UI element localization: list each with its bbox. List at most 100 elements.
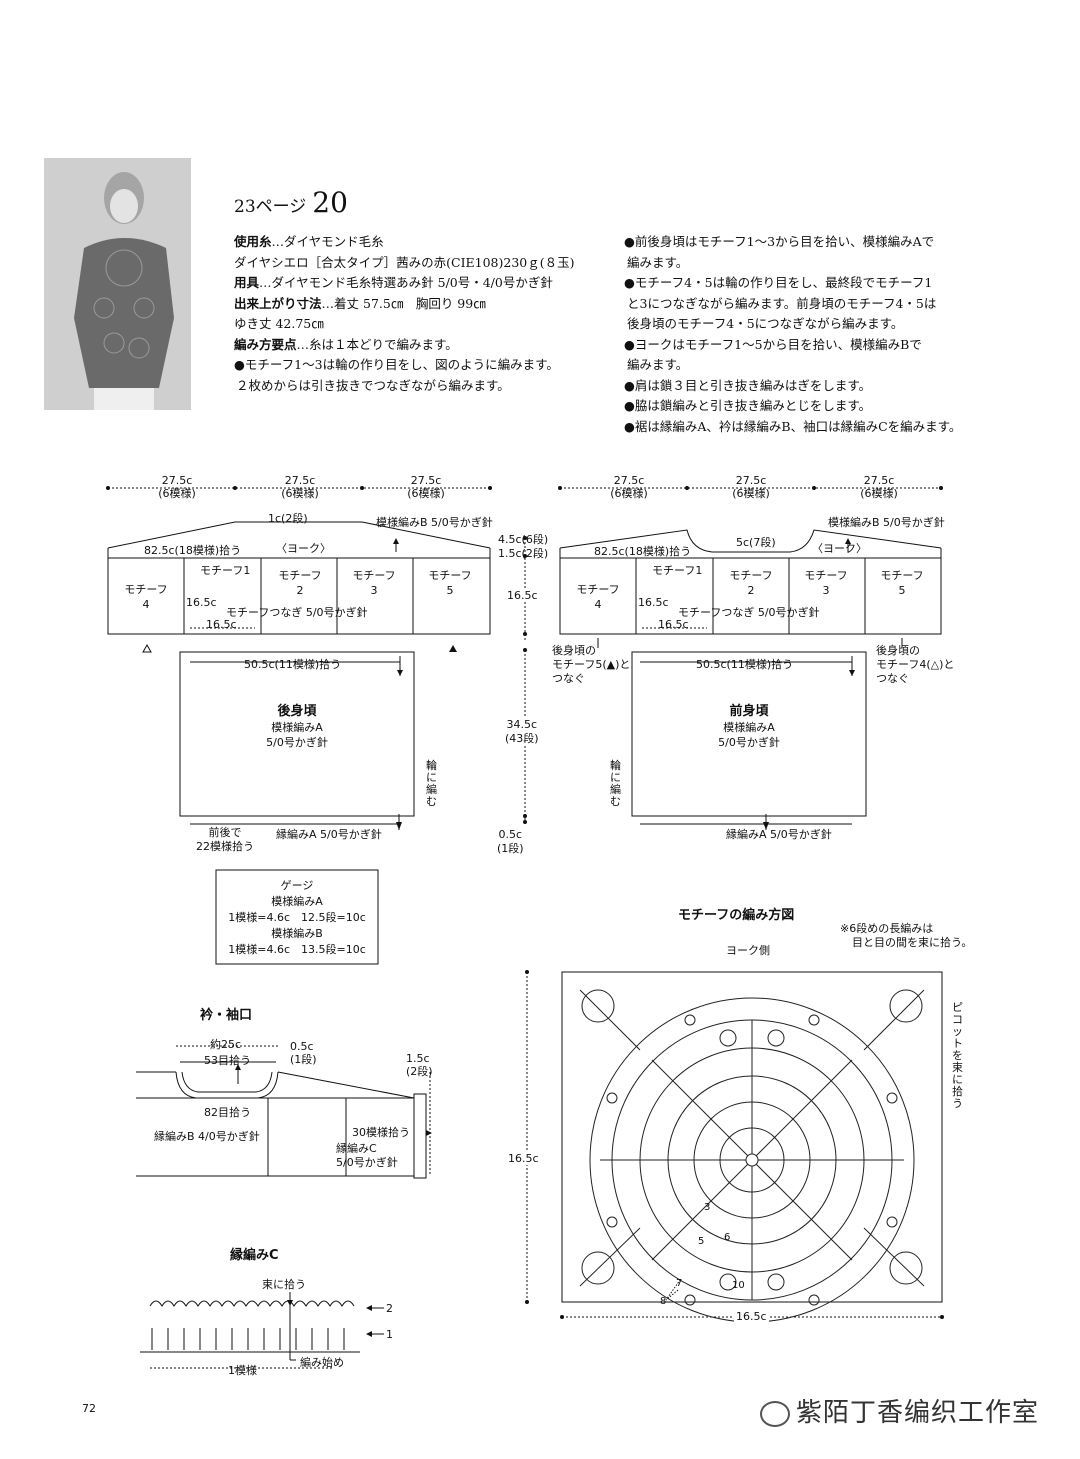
front-yoke-pick: 82.5c(18模様)拾う <box>594 545 692 558</box>
note-line: ●裾は縁編みA、衿は縁編みB、袖口は縁編みCを編みます。 <box>624 418 962 434</box>
back-edge: 縁編みA 5/0号かぎ針 <box>276 828 382 841</box>
back-yoke-pick: 82.5c(18模様)拾う <box>144 544 242 557</box>
front-width-2: 27.5c(6模様) <box>732 474 770 500</box>
front-motif-join: モチーフつなぎ 5/0号かぎ針 <box>678 606 820 619</box>
collar-title: 衿・袖口 <box>200 1008 253 1023</box>
gauge-a-value: 1模様=4.6c 12.5段=10c <box>228 911 366 924</box>
back-width-3: 27.5c(6模様) <box>407 474 445 500</box>
back-title: 後身頃 <box>277 704 317 719</box>
motif-round-7: 7 <box>676 1278 683 1289</box>
edge-c-start: 編み始め <box>300 1356 344 1369</box>
spec-line: 用具…ダイヤモンド毛糸特選あみ針 5/0号・4/0号かぎ針 <box>234 275 553 290</box>
note-line: 編みます。 <box>627 357 689 372</box>
front-title: 前身頃 <box>729 704 769 719</box>
dim-yoke-15: 1.5c(2段) <box>498 547 549 560</box>
edge-c-unit: 1模様 <box>228 1364 257 1377</box>
spec-line: ●モチーフ1～3は輪の作り目をし、図のように編みます。 <box>234 357 559 372</box>
spec-line: ダイヤシエロ［合太タイプ］茜みの赤(CIE108)230ｇ(８玉) <box>234 254 575 270</box>
collar-pick-53: 53目拾う <box>204 1054 251 1067</box>
motif-round-10: 10 <box>732 1280 745 1291</box>
wechat-icon <box>760 1400 790 1427</box>
front-motif-height: 16.5c <box>638 596 669 609</box>
motif-round-6: 6 <box>724 1232 731 1243</box>
dim-body: 34.5c(43段) <box>505 718 539 746</box>
collar-pick-82: 82目拾う <box>204 1106 251 1119</box>
front-yoke-name: 〈ヨーク〉 <box>812 542 867 555</box>
watermark: 紫陌丁香编织工作室 <box>760 1392 1039 1429</box>
note-line: ●ヨークはモチーフ1～5から目を拾い、模様編みBで <box>624 336 922 352</box>
front-round-note: 輪に編む <box>610 759 621 808</box>
front-yoke-pattern: 模様編みB 5/0号かぎ針 <box>828 516 945 529</box>
motif-height: 16.5c <box>508 1152 539 1165</box>
dim-yoke-45: 4.5c(6段) <box>498 533 549 546</box>
motif-yoke-side: ヨーク側 <box>726 944 770 957</box>
back-pattern: 模様編みA <box>271 721 323 734</box>
edge-c-row-2: 2 <box>386 1302 393 1315</box>
motif-round-8: 8 <box>660 1296 667 1307</box>
front-join-right: 後身頃のモチーフ4(△)とつなぐ <box>876 644 955 685</box>
back-hook: 5/0号かぎ針 <box>266 736 328 749</box>
front-motif-1: モチーフ1 <box>652 564 703 577</box>
motif-picot-note: ピコットを束に拾う <box>952 1001 963 1110</box>
motif-round-3: 3 <box>704 1202 711 1213</box>
front-hook: 5/0号かぎ針 <box>718 736 780 749</box>
motif-title: モチーフの編み方図 <box>678 908 795 923</box>
spec-line: ゆき丈 42.75㎝ <box>234 316 324 331</box>
gauge-a-label: 模様編みA <box>271 895 323 908</box>
note-line: 編みます。 <box>627 254 689 270</box>
spec-list: 使用糸…ダイヤモンド毛糸 ダイヤシエロ［合太タイプ］茜みの赤(CIE108)23… <box>234 232 604 396</box>
collar-width: 約25c <box>210 1038 242 1051</box>
back-motif-join: モチーフつなぎ 5/0号かぎ針 <box>226 606 368 619</box>
note-line: ●前後身頃はモチーフ1～3から目を拾い、模様編みAで <box>624 234 935 249</box>
spec-line: 出来上がり寸法…着丈 57.5㎝ 胸回り 99㎝ <box>234 295 486 311</box>
pattern-number: 20 <box>312 186 348 219</box>
spec-line: ２枚めからは引き抜きでつなぎながら編みます。 <box>236 377 510 393</box>
edge-c-pick: 束に拾う <box>262 1278 306 1291</box>
front-neck: 5c(7段) <box>736 536 776 549</box>
motif-round-5: 5 <box>698 1236 705 1247</box>
edge-c-row-1: 1 <box>386 1328 393 1341</box>
front-pattern: 模様編みA <box>723 721 775 734</box>
cuff-pick: 30模様拾う <box>352 1126 410 1139</box>
back-round-note: 輪に編む <box>426 759 437 808</box>
front-body-pick: 50.5c(11模様)拾う <box>696 658 794 671</box>
back-motif-height: 16.5c <box>186 596 217 609</box>
back-motif-1: モチーフ1 <box>200 564 251 577</box>
model-photo <box>44 158 191 410</box>
front-width-3: 27.5c(6模様) <box>860 474 898 500</box>
back-width-2: 27.5c(6模様) <box>281 474 319 500</box>
note-line: ●脇は鎖編みと引き抜き編みとじをします。 <box>624 398 872 413</box>
motif-note: ※6段めの長編みは目と目の間を束に拾う。 <box>840 922 973 949</box>
instruction-notes: ●前後身頃はモチーフ1～3から目を拾い、模様編みAで 編みます。 ●モチーフ4・… <box>624 232 974 437</box>
back-yoke-rows: 1c(2段) <box>268 512 308 525</box>
note-line: 後身頃のモチーフ4・5につなぎながら編みます。 <box>627 316 904 331</box>
note-line: と3につなぎながら編みます。前身頃のモチーフ4・5は <box>627 295 937 311</box>
note-line: ●肩は鎖３目と引き抜き編みはぎをします。 <box>624 377 872 393</box>
dim-motif-165: 16.5c <box>507 589 538 602</box>
front-width-1: 27.5c(6模様) <box>610 474 648 500</box>
collar-depth: 0.5c(1段) <box>290 1040 317 1066</box>
front-motif-width: 16.5c <box>658 618 689 631</box>
spec-line: 使用糸…ダイヤモンド毛糸 <box>234 234 384 249</box>
page-number: 72 <box>82 1402 96 1415</box>
back-yoke-name: 〈ヨーク〉 <box>276 542 331 555</box>
back-body-pick: 50.5c(11模様)拾う <box>244 658 342 671</box>
dim-edge: 0.5c(1段) <box>497 828 524 855</box>
spec-line: 編み方要点…糸は１本どりで編みます。 <box>234 336 458 352</box>
cuff-depth: 1.5c(2段) <box>406 1052 433 1078</box>
gauge-b-label: 模様編みB <box>271 927 323 940</box>
gauge-title: ゲージ <box>280 879 314 892</box>
back-width-1: 27.5c(6模様) <box>158 474 196 500</box>
